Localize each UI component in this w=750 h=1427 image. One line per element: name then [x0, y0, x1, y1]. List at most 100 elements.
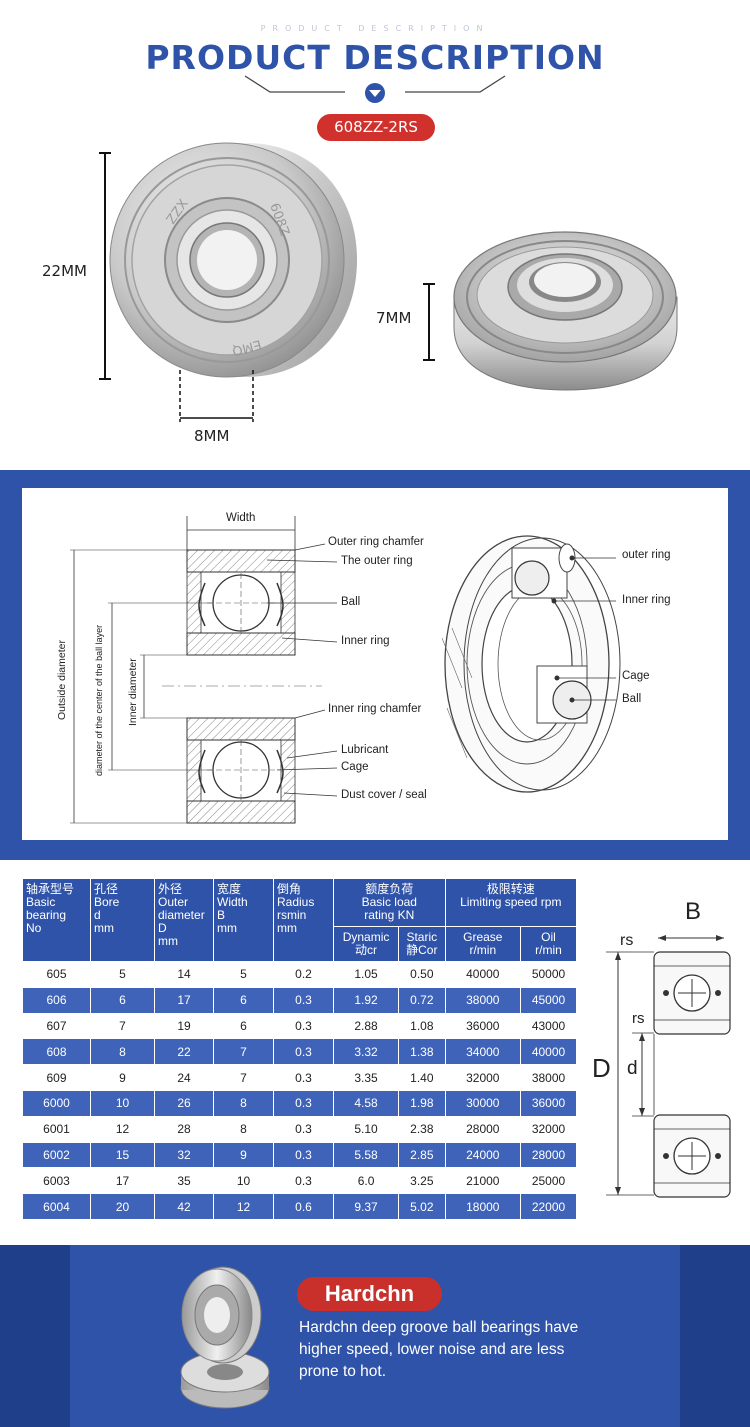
- bearing-side-photo: [453, 231, 678, 391]
- model-badge: 608ZZ-2RS: [317, 114, 435, 141]
- subheader-dynamic: Dynamic 动cr: [332, 926, 400, 962]
- table-cell: 10: [213, 1167, 274, 1195]
- table-cell: 0.3: [273, 1064, 334, 1091]
- table-cell: 4.58: [332, 1089, 400, 1117]
- table-cell: 8: [213, 1115, 274, 1143]
- table-cell: 28: [154, 1115, 214, 1143]
- table-cell: 32000: [444, 1064, 522, 1091]
- table-cell: 1.38: [398, 1038, 446, 1066]
- table-cell: 9: [213, 1141, 274, 1169]
- subheader-grease: Grease r/min: [444, 926, 522, 962]
- table-cell: 7: [213, 1038, 274, 1066]
- spec-table: 轴承型号 Basic bearing No 孔径 Bore d mm 外径 Ou…: [22, 878, 578, 1220]
- header-bore: 孔径 Bore d mm: [90, 878, 155, 962]
- dimension-d: d: [627, 1058, 638, 1079]
- table-cell: 38000: [520, 1064, 577, 1091]
- table-cell: 8: [90, 1038, 155, 1066]
- table-cell: 0.3: [273, 1012, 334, 1040]
- marking-bottom: EMQ: [230, 336, 263, 358]
- table-cell: 6.0: [332, 1167, 400, 1195]
- banner-right-edge: [680, 1245, 750, 1427]
- specification-section: 轴承型号 Basic bearing No 孔径 Bore d mm 外径 Ou…: [0, 860, 750, 1245]
- table-cell: 32000: [520, 1115, 577, 1143]
- structure-diagram-section: Width Outside diameter diameter of the c…: [0, 470, 750, 860]
- header-outer-diameter: 外径 Outer diameter D mm: [154, 878, 214, 962]
- table-cell: 3.25: [398, 1167, 446, 1195]
- table-cell: 38000: [444, 986, 522, 1014]
- table-cell: 12: [90, 1115, 155, 1143]
- bearing-section-drawing: [606, 935, 731, 1198]
- subheader-static: Staric 静Cor: [398, 926, 446, 962]
- table-cell: 5: [90, 961, 155, 988]
- table-cell: 9.37: [332, 1193, 400, 1220]
- table-cell: 0.3: [273, 1141, 334, 1169]
- table-cell: 1.08: [398, 1012, 446, 1040]
- table-cell: 7: [213, 1064, 274, 1091]
- table-cell: 15: [90, 1141, 155, 1169]
- table-cell: 1.40: [398, 1064, 446, 1091]
- table-cell: 0.3: [273, 1115, 334, 1143]
- header-width: 宽度 Width B mm: [213, 878, 274, 962]
- table-cell: 6: [213, 986, 274, 1014]
- table-cell: 50000: [520, 961, 577, 988]
- table-cell: 17: [154, 986, 214, 1014]
- bore-label: 8MM: [194, 427, 230, 445]
- outer-diameter-dimension-line: [99, 152, 111, 380]
- header-basic-load: 额度负荷 Basic load rating KN: [333, 878, 446, 927]
- table-cell: 36000: [520, 1089, 577, 1117]
- table-cell: 24000: [444, 1141, 522, 1169]
- dimension-rs-top: rs: [620, 932, 634, 949]
- table-cell: 5.10: [332, 1115, 400, 1143]
- table-cell: 3.35: [332, 1064, 400, 1091]
- table-cell: 24: [154, 1064, 214, 1091]
- watermark-text: PRODUCT DESCRIPTION: [260, 24, 490, 33]
- subheader-oil: Oil r/min: [520, 926, 577, 962]
- label-inner-ring: Inner ring: [341, 635, 390, 647]
- label-inner-ring-chamfer: Inner ring chamfer: [328, 703, 422, 715]
- table-cell: 40000: [444, 961, 522, 988]
- header-limiting-speed: 极限转速 Limiting speed rpm: [444, 878, 578, 927]
- table-cell: 0.3: [273, 986, 334, 1014]
- table-cell: 26: [154, 1089, 214, 1117]
- table-cell: 43000: [520, 1012, 577, 1040]
- table-cell: 2.38: [398, 1115, 446, 1143]
- label-the-outer-ring: The outer ring: [341, 555, 413, 567]
- table-cell: 22000: [520, 1193, 577, 1220]
- banner-left-edge: [0, 1245, 70, 1427]
- cross-section-drawing: [70, 516, 621, 824]
- dimension-D: D: [592, 1053, 611, 1083]
- title-divider: [244, 75, 506, 103]
- table-cell: 20: [90, 1193, 155, 1220]
- table-cell: 5: [213, 961, 274, 988]
- table-cell: 6000: [22, 1089, 91, 1117]
- width-label: 7MM: [376, 309, 412, 327]
- label-ball: Ball: [341, 596, 361, 608]
- table-cell: 7: [90, 1012, 155, 1040]
- table-cell: 1.98: [398, 1089, 446, 1117]
- table-cell: 1.92: [332, 986, 400, 1014]
- outside-diameter-caption: Outside diameter: [56, 640, 68, 720]
- brand-banner: Hardchn Hardchn deep groove ball bearing…: [0, 1245, 750, 1427]
- table-cell: 0.50: [398, 961, 446, 988]
- table-cell: 40000: [520, 1038, 577, 1066]
- table-cell: 0.72: [398, 986, 446, 1014]
- ball-layer-diameter-caption: diameter of the center of the ball layer: [94, 624, 104, 776]
- bearing-front-photo: ZZX 608Z EMQ: [109, 142, 357, 422]
- width-dimension-line: [423, 283, 435, 361]
- table-cell: 28000: [520, 1141, 577, 1169]
- table-cell: 6001: [22, 1115, 91, 1143]
- table-cell: 5.58: [332, 1141, 400, 1169]
- label-dust-cover: Dust cover / seal: [341, 789, 427, 801]
- table-cell: 0.6: [273, 1193, 334, 1220]
- header-basic-bearing-no: 轴承型号 Basic bearing No: [22, 878, 91, 962]
- label-outer-ring-chamfer: Outer ring chamfer: [328, 536, 424, 548]
- label-outer-ring-3d: outer ring: [622, 549, 671, 561]
